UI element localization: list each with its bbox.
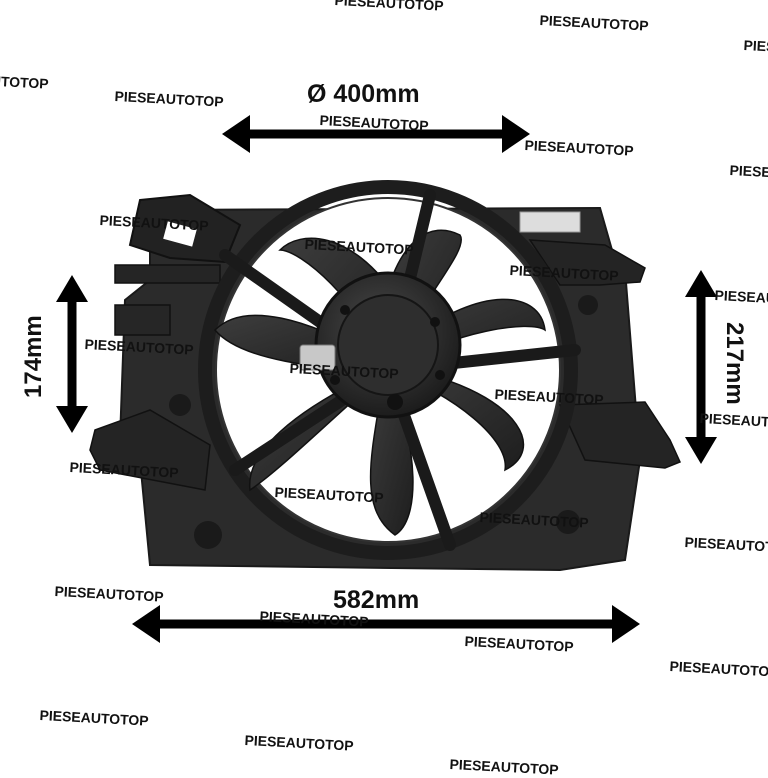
right-height-label: 217mm	[721, 322, 748, 405]
left-height-label: 174mm	[20, 315, 47, 398]
diameter-label: Ø 400mm	[307, 80, 420, 108]
width-label: 582mm	[333, 586, 420, 614]
dimension-arrows	[56, 115, 717, 643]
motor-hub	[299, 271, 462, 419]
